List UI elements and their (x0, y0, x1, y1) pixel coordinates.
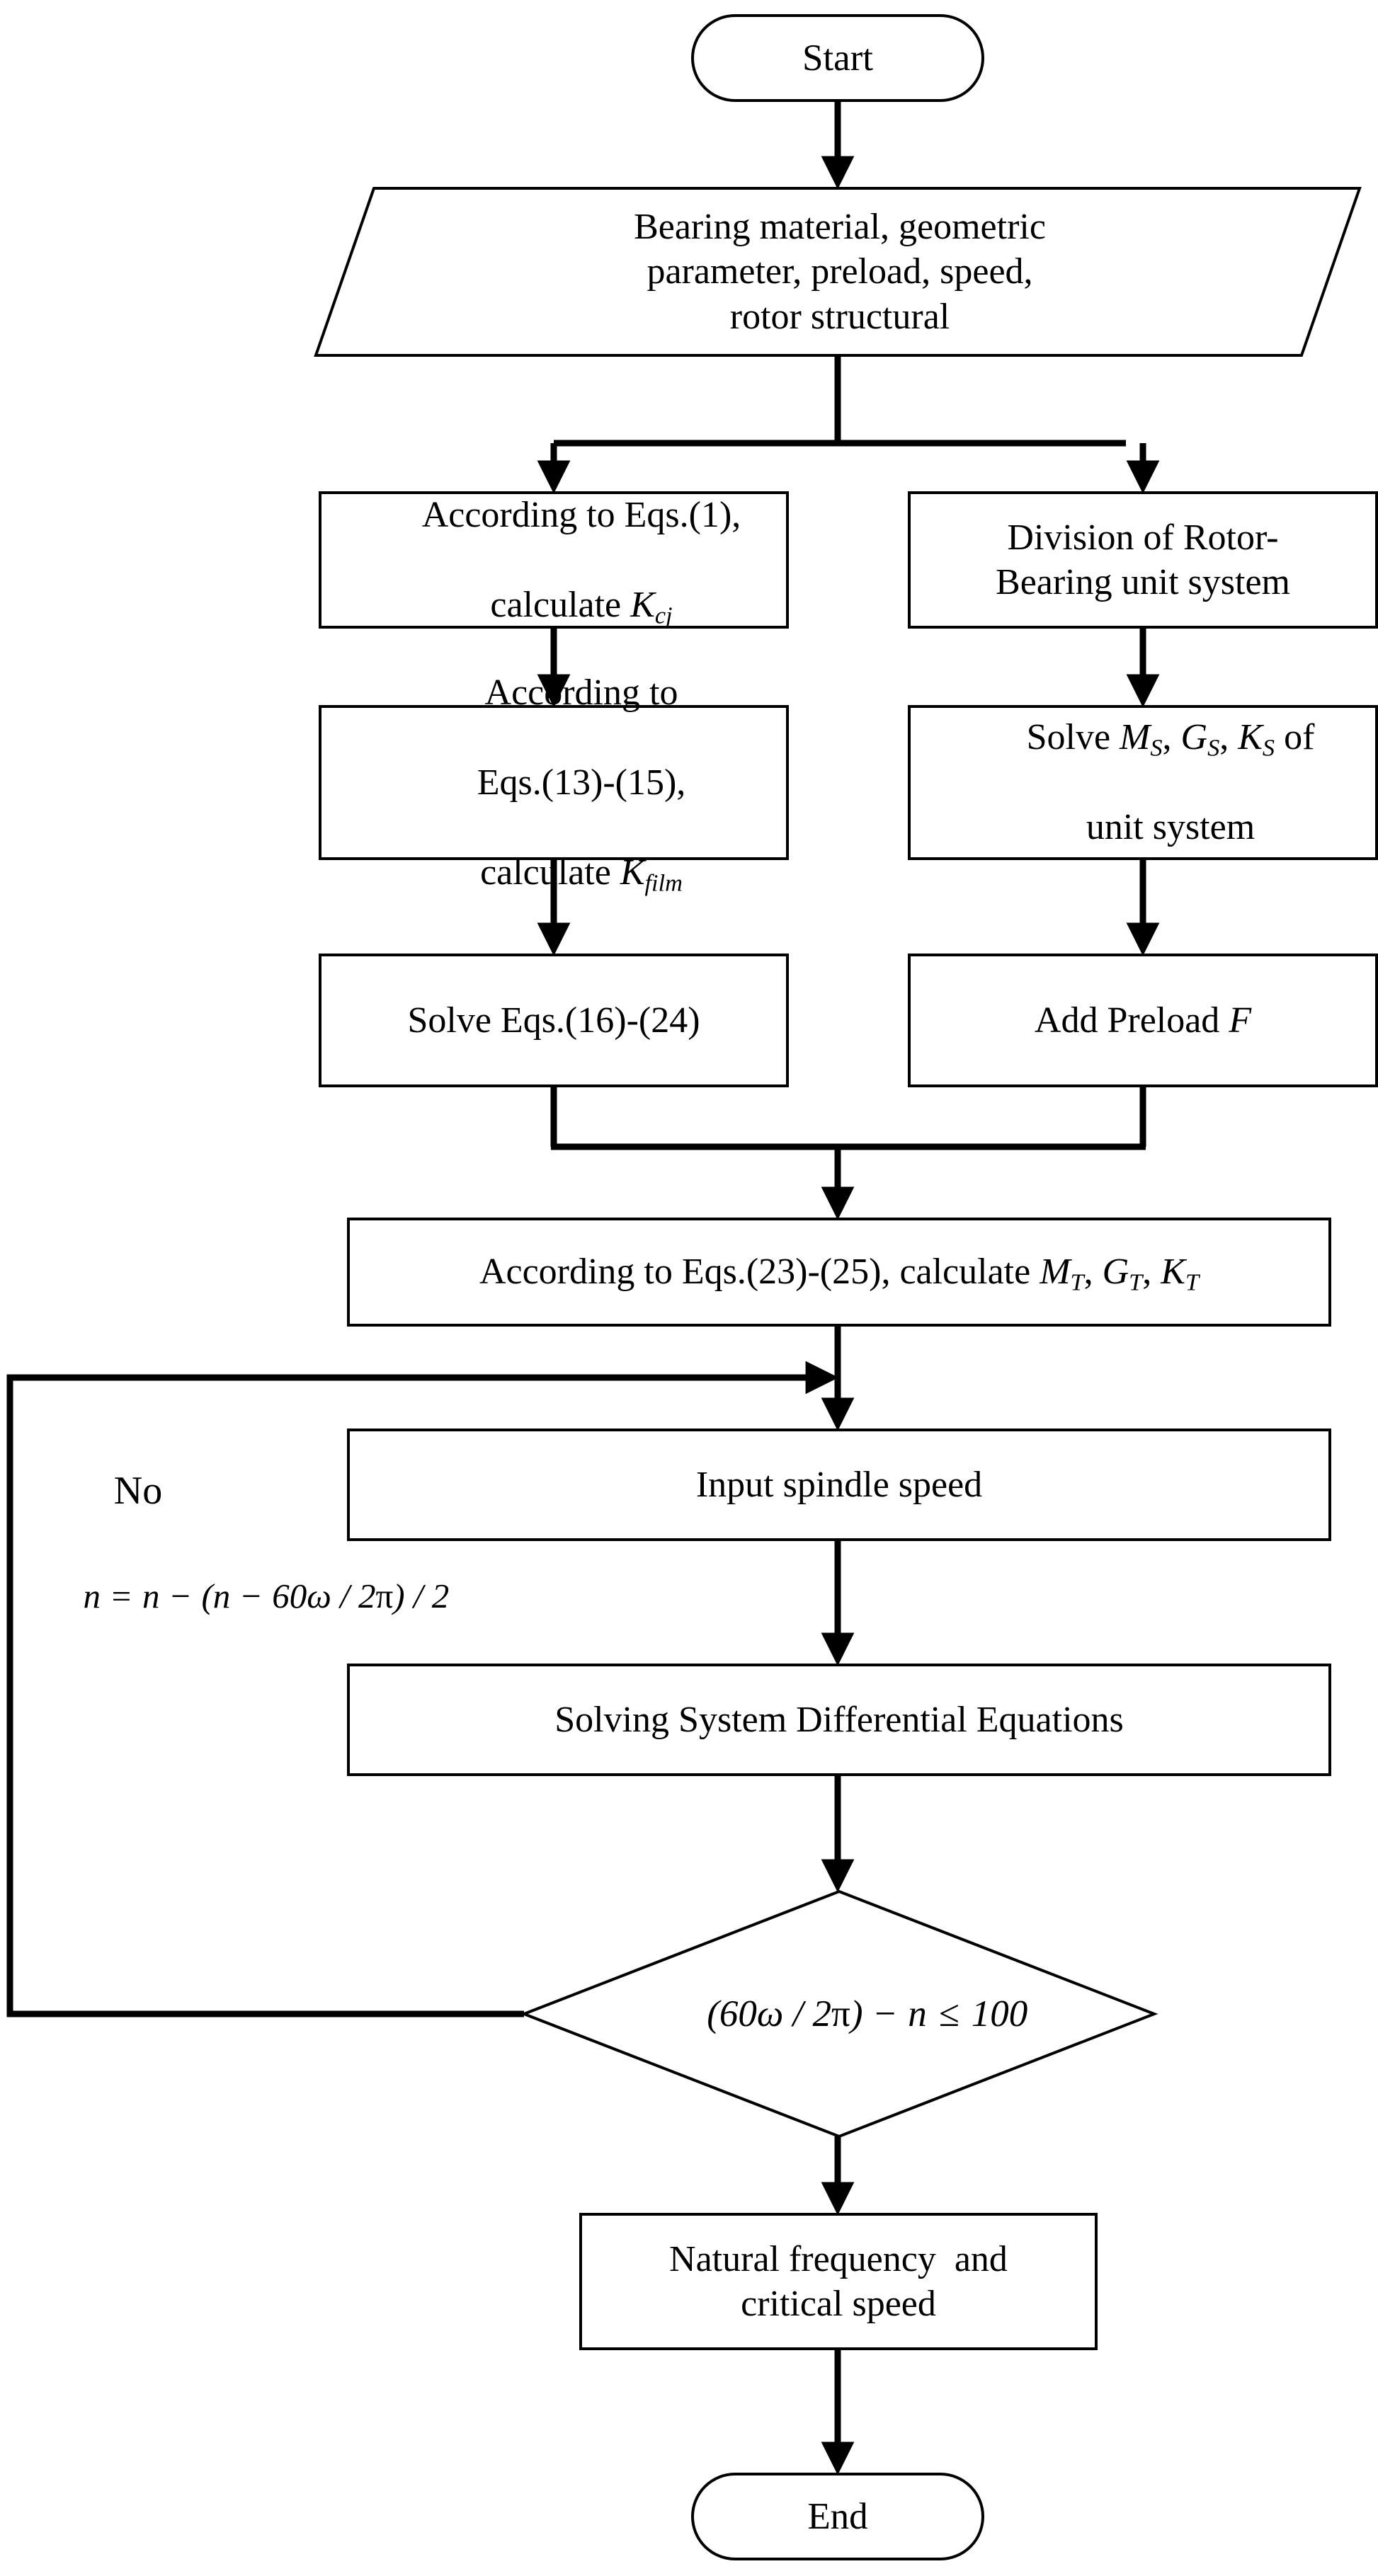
label-end: End (807, 2495, 868, 2537)
dec-close: ) (850, 1993, 863, 2034)
label-no-branch: No (113, 1468, 163, 1513)
eq-close: ) (393, 1576, 405, 1616)
eq-equals: = (103, 1576, 140, 1616)
eqs1-line2-prefix: calculate (490, 584, 631, 625)
eq-slash2: / (404, 1576, 432, 1616)
label-eqs1-kcj: According to Eqs.(1), calculate Kcj (320, 493, 787, 629)
label-solve-ms-gs-ks: Solve MS, GS, KS of unit system (909, 706, 1377, 859)
solve-prefix: Solve (1026, 717, 1120, 758)
sep-1: , (1162, 717, 1181, 758)
label-solving-ode: Solving System Differential Equations (554, 1699, 1124, 1740)
dec-pi: π (831, 1993, 850, 2034)
label-start: Start (802, 37, 874, 79)
var-gt: G (1102, 1252, 1129, 1293)
sub-kt: T (1185, 1269, 1200, 1296)
shape-eqs1-kcj (319, 491, 789, 629)
label-eqs13-15-kfilm: According to Eqs.(13)-(15), calculate Kf… (320, 672, 787, 895)
shape-input-spindle-speed (347, 1429, 1331, 1541)
var-mt: M (1040, 1252, 1071, 1293)
eqs1-var: K (630, 584, 655, 625)
solve-line2: unit system (1086, 807, 1255, 848)
kfilm-sub: film (644, 869, 683, 897)
shape-eqs23-25-mt-gt-kt (347, 1218, 1331, 1327)
label-decision-expression: (60ω / 2π) − n ≤ 100 (566, 1971, 1112, 2056)
label-solve-eqs16-24: Solve Eqs.(16)-(24) (407, 1000, 700, 1041)
shape-eqs13-15-kfilm (319, 705, 789, 860)
sep-3: , (1083, 1252, 1103, 1293)
sub-ms: S (1150, 734, 1163, 762)
sub-gs: S (1207, 734, 1220, 762)
var-kt: K (1161, 1252, 1185, 1293)
eq-slash1: / 2 (331, 1576, 376, 1616)
shape-result (579, 2213, 1098, 2350)
edge-no-feedback-loop (6, 1361, 839, 2017)
label-input-spindle-speed: Input spindle speed (695, 1464, 983, 1505)
mt-prefix: According to Eqs.(23)-(25), calculate (479, 1252, 1040, 1293)
shape-add-preload (908, 954, 1378, 1087)
shape-input-parameters (314, 187, 1362, 357)
sep-4: , (1142, 1252, 1161, 1293)
eq-n1: n (83, 1576, 101, 1616)
sub-gt: T (1129, 1269, 1143, 1296)
dec-slash1: / 2 (783, 1993, 832, 2034)
eqs13-line3-prefix: calculate (480, 852, 620, 893)
var-gs: G (1180, 717, 1208, 758)
eq-pi: π (375, 1576, 394, 1616)
var-ks: K (1238, 717, 1263, 758)
preload-var: F (1229, 1000, 1252, 1041)
eq-open: ( (201, 1576, 213, 1616)
eq-n3: n (212, 1576, 231, 1616)
kfilm-var: K (620, 852, 645, 893)
var-ms: M (1120, 717, 1151, 758)
solve-suffix: of (1275, 717, 1315, 758)
eq-minus1: − (161, 1576, 200, 1616)
sep-2: , (1219, 717, 1239, 758)
sub-mt: T (1070, 1269, 1084, 1296)
eq-minus2: − (232, 1576, 270, 1616)
shape-solve-eqs16-24 (319, 954, 789, 1087)
dec-value: 100 (971, 1993, 1028, 2034)
label-result: Natural frequency and critical speed (669, 2238, 1008, 2324)
dec-leq: ≤ (929, 1993, 969, 2034)
eqs1-line1: According to Eqs.(1), (421, 494, 741, 535)
label-eqs23-25-mt-gt-kt: According to Eqs.(23)-(25), calculate MT… (348, 1219, 1330, 1325)
eq-n2: n (142, 1576, 160, 1616)
dec-omega: ω (756, 1993, 784, 2034)
dec-n: n (908, 1993, 927, 2034)
label-input-parameters: Bearing material, geometric parameter, p… (634, 206, 1046, 337)
eqs13-line1: According to (484, 672, 678, 713)
label-no-formula: n = n − (n − 60ω / 2π) / 2 (31, 1563, 470, 1630)
eq-omega: ω (307, 1576, 331, 1616)
dec-minus: − (865, 1993, 906, 2034)
preload-prefix: Add Preload (1034, 1000, 1229, 1041)
label-division-rotor: Division of Rotor- Bearing unit system (996, 517, 1290, 602)
sub-ks: S (1262, 734, 1275, 762)
label-add-preload: Add Preload F (909, 955, 1377, 1086)
eq-two: 2 (431, 1576, 450, 1616)
shape-solving-ode (347, 1664, 1331, 1776)
eq-num: 60 (272, 1576, 307, 1616)
eqs1-sub: cj (654, 602, 673, 629)
dec-open: (60 (707, 1993, 757, 2034)
eqs13-line2: Eqs.(13)-(15), (477, 762, 686, 803)
